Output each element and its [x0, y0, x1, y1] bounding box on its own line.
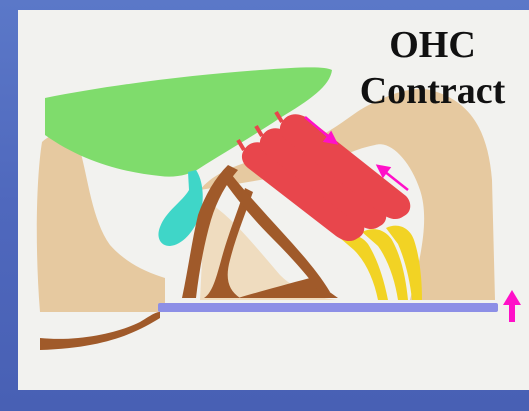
- title-line-2: Contract: [335, 68, 529, 114]
- arrow-up-icon: [503, 290, 521, 322]
- diagram-title: OHC Contract: [335, 22, 529, 114]
- title-line-1: OHC: [335, 22, 529, 68]
- basilar-membrane: [158, 303, 498, 312]
- lower-boundary: [40, 312, 160, 350]
